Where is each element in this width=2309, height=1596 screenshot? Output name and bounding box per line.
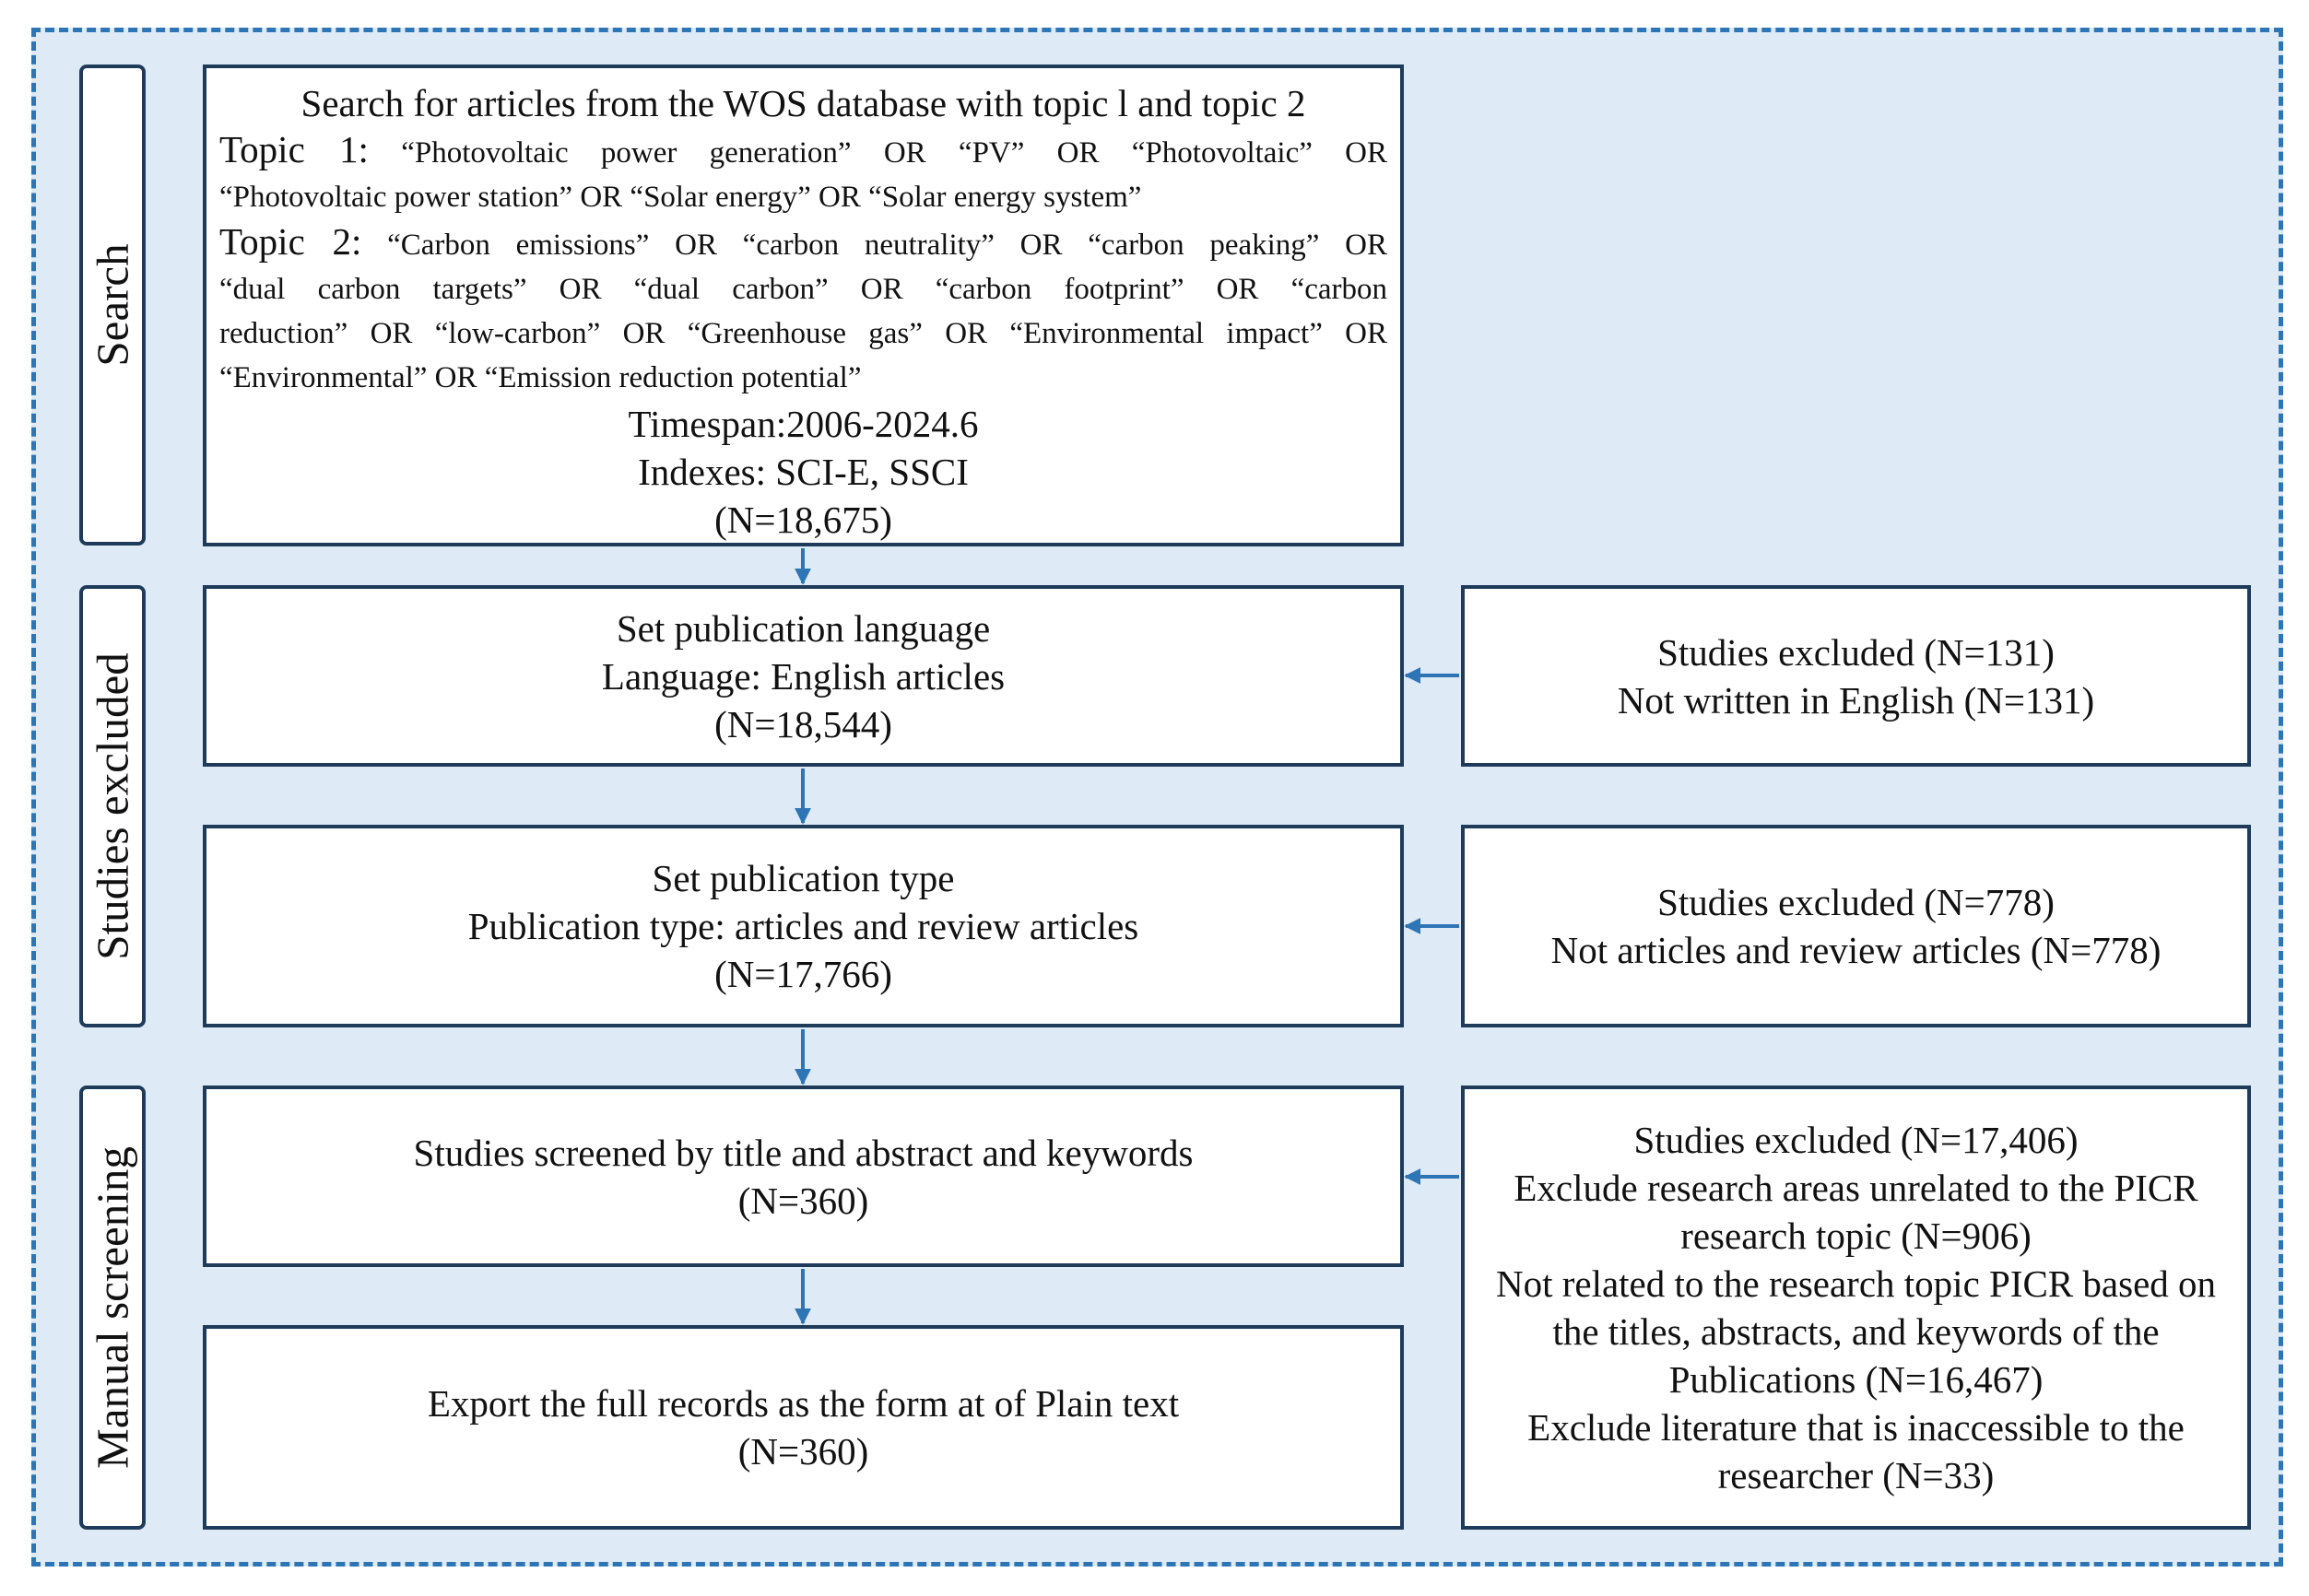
search-indexes: Indexes: SCI-E, SSCI (638, 451, 969, 493)
pubtype-count: (N=17,766) (714, 953, 892, 995)
excluded-screening-reason2b: the titles, abstracts, and keywords of t… (1552, 1310, 2160, 1353)
topic1-line2: “Photovoltaic power station” OR “Solar e… (219, 181, 1142, 214)
language-criterion: Language: English articles (601, 654, 1006, 698)
excluded-screening-reason3a: Exclude literature that is inaccessible … (1527, 1406, 2185, 1449)
excluded-screening-reason3b: researcher (N=33) (1717, 1454, 1995, 1496)
excluded-language-title: Studies excluded (N=131) (1657, 630, 2055, 674)
topic2-block: Topic 2: “Carbon emissions” OR “carbon n… (219, 219, 1387, 400)
excluded-pubtype-reason: Not articles and review articles (N=778) (1550, 929, 2162, 971)
topic2-line4: “Environmental” OR “Emission reduction p… (219, 361, 862, 394)
export-box: Export the full records as the form at o… (203, 1325, 1404, 1530)
excluded-language-box: Studies excluded (N=131) Not written in … (1461, 585, 2251, 767)
search-box: Search for articles from the WOS databas… (203, 65, 1404, 546)
excluded-language-reason: Not written in English (N=131) (1617, 678, 2095, 722)
excluded-screening-reason2a: Not related to the research topic PICR b… (1495, 1262, 2217, 1305)
topic1-block: Topic 1: “Photovoltaic power generation”… (219, 127, 1387, 219)
topic2-line3: reduction” OR “low-carbon” OR “Greenhous… (219, 317, 1387, 350)
topic2-label: Topic 2: (219, 220, 362, 263)
screened-count: (N=360) (737, 1179, 869, 1222)
screened-title: Studies screened by title and abstract a… (413, 1131, 1194, 1174)
export-title: Export the full records as the form at o… (427, 1382, 1180, 1425)
stage-search: Search (79, 65, 146, 546)
search-timespan: Timespan:2006-2024.6 (628, 403, 979, 445)
language-count: (N=18,544) (714, 702, 892, 745)
topic1-line1: “Photovoltaic power generation” OR “PV” … (401, 136, 1387, 170)
excluded-screening-reason2c: Publications (N=16,467) (1668, 1358, 2044, 1401)
export-count: (N=360) (737, 1430, 869, 1473)
language-box: Set publication language Language: Engli… (203, 585, 1404, 767)
excluded-pubtype-box: Studies excluded (N=778) Not articles an… (1461, 825, 2251, 1027)
language-title: Set publication language (616, 606, 991, 650)
topic2-line1: “Carbon emissions” OR “carbon neutrality… (387, 229, 1387, 262)
excluded-screening-box: Studies excluded (N=17,406) Exclude rese… (1461, 1086, 2251, 1530)
excluded-screening-reason1b: research topic (N=906) (1680, 1215, 2032, 1257)
topic2-line2: “dual carbon targets” OR “dual carbon” O… (219, 273, 1387, 306)
excluded-screening-title: Studies excluded (N=17,406) (1633, 1119, 2079, 1161)
stage-manual-screening: Manual screening (79, 1086, 146, 1530)
pubtype-criterion: Publication type: articles and review ar… (467, 905, 1139, 947)
screened-box: Studies screened by title and abstract a… (203, 1086, 1404, 1267)
pubtype-box: Set publication type Publication type: a… (203, 825, 1404, 1027)
search-count: (N=18,675) (714, 499, 892, 541)
excluded-pubtype-title: Studies excluded (N=778) (1657, 881, 2055, 923)
pubtype-title: Set publication type (652, 857, 955, 899)
topic1-label: Topic 1: (219, 128, 369, 170)
excluded-screening-reason1a: Exclude research areas unrelated to the … (1514, 1167, 2198, 1209)
stage-studies-excluded: Studies excluded (79, 585, 146, 1027)
search-title: Search for articles from the WOS databas… (300, 82, 1306, 124)
